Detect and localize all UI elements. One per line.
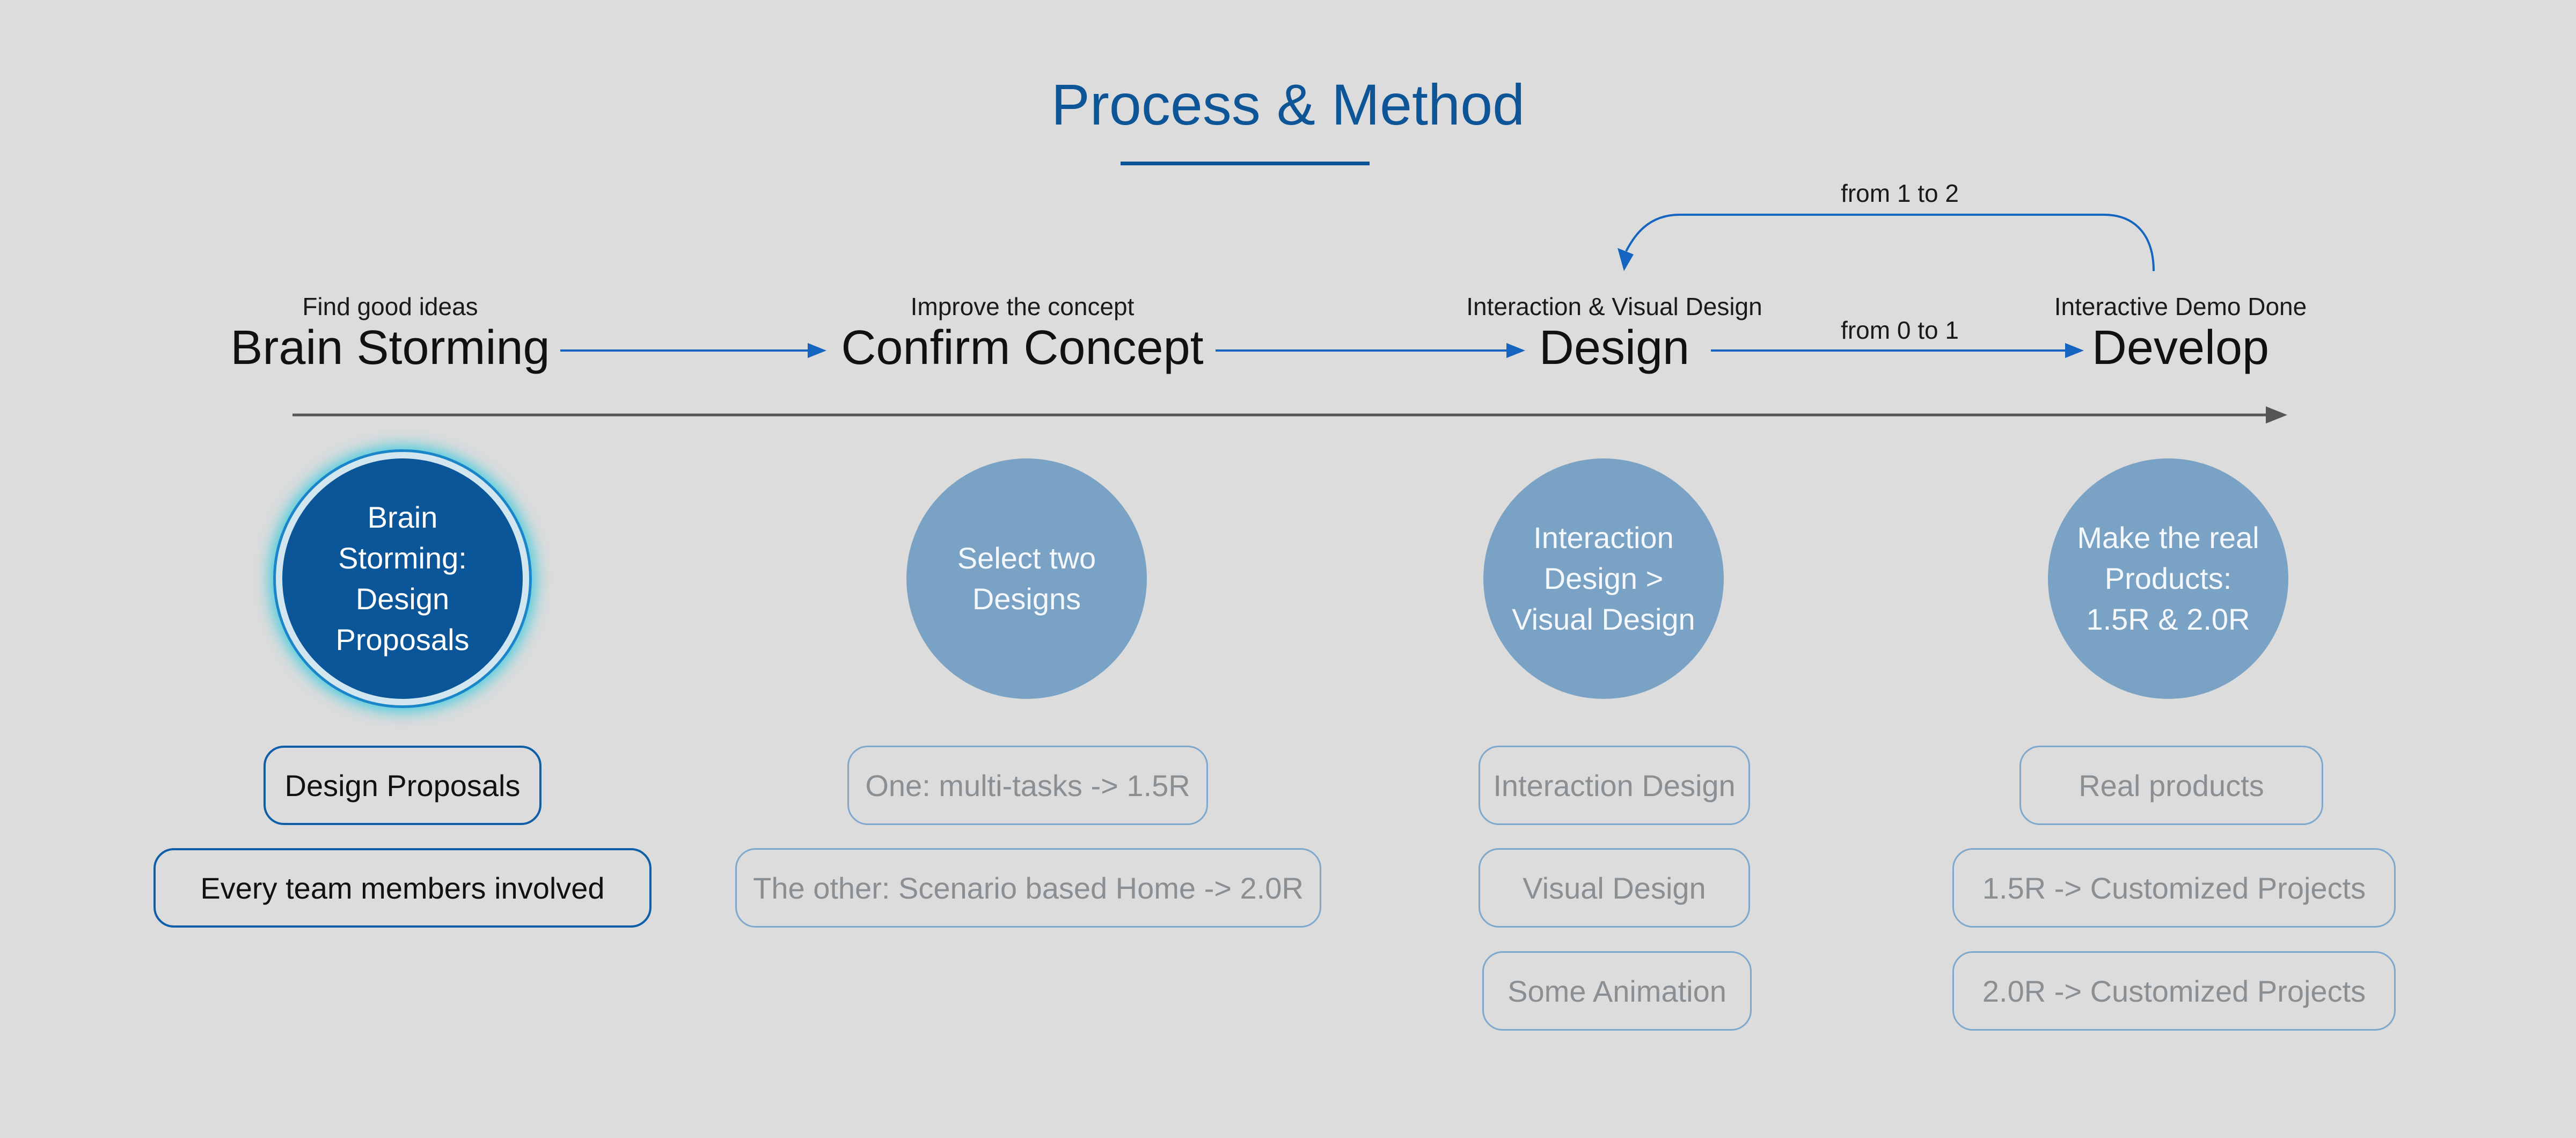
- timeline-arrow: [292, 406, 2287, 424]
- phase-4-item-2: 1.5R -> Customized Projects: [1952, 848, 2396, 928]
- phase-4-circle: Make the real Products: 1.5R & 2.0R: [2048, 458, 2288, 699]
- phase-1-circle-text: Brain Storming: Design Proposals: [335, 500, 470, 656]
- phase-4-circle-text: Make the real Products: 1.5R & 2.0R: [2077, 521, 2259, 636]
- phase-1-item-1: Design Proposals: [264, 746, 541, 825]
- phase-3-circle: Interaction Design > Visual Design: [1483, 458, 1724, 699]
- phase-2-subtitle: Improve the concept: [910, 293, 1135, 320]
- phase-2-circle: Select two Designs: [906, 458, 1147, 699]
- phase-3-title: Design: [1539, 321, 1690, 375]
- phase-4-item-1: Real products: [2019, 746, 2323, 825]
- phase-3-item-1: Interaction Design: [1479, 746, 1750, 825]
- loop-label: from 1 to 2: [1841, 179, 1959, 207]
- title-underline: [1121, 162, 1370, 165]
- phase-1-title: Brain Storming: [230, 321, 550, 375]
- flow-arrow-1: [560, 343, 826, 358]
- phase-3-circle-text: Interaction Design > Visual Design: [1512, 521, 1695, 636]
- phase-3-subtitle: Interaction & Visual Design: [1466, 293, 1762, 320]
- phase-1-subtitle: Find good ideas: [302, 293, 478, 320]
- phase-1-item-2: Every team members involved: [153, 848, 652, 928]
- flow-arrow-3: [1711, 343, 2084, 358]
- phase-4-subtitle: Interactive Demo Done: [2054, 293, 2307, 320]
- design-develop-label: from 0 to 1: [1841, 316, 1959, 344]
- loop-arrow: [1618, 214, 2155, 272]
- phase-2-item-2: The other: Scenario based Home -> 2.0R: [735, 848, 1321, 928]
- phase-2-item-1: One: multi-tasks -> 1.5R: [847, 746, 1208, 825]
- phase-1-circle: Brain Storming: Design Proposals: [282, 458, 523, 699]
- phase-2-title: Confirm Concept: [841, 321, 1204, 375]
- phase-3-item-3: Some Animation: [1482, 951, 1752, 1031]
- phase-3-item-2: Visual Design: [1479, 848, 1750, 928]
- phase-2-circle-text: Select two Designs: [957, 541, 1096, 616]
- phase-4-title: Develop: [2091, 321, 2270, 375]
- page-title: Process & Method: [1051, 72, 1525, 137]
- flow-arrow-2: [1216, 343, 1525, 358]
- phase-4-item-3: 2.0R -> Customized Projects: [1952, 951, 2396, 1031]
